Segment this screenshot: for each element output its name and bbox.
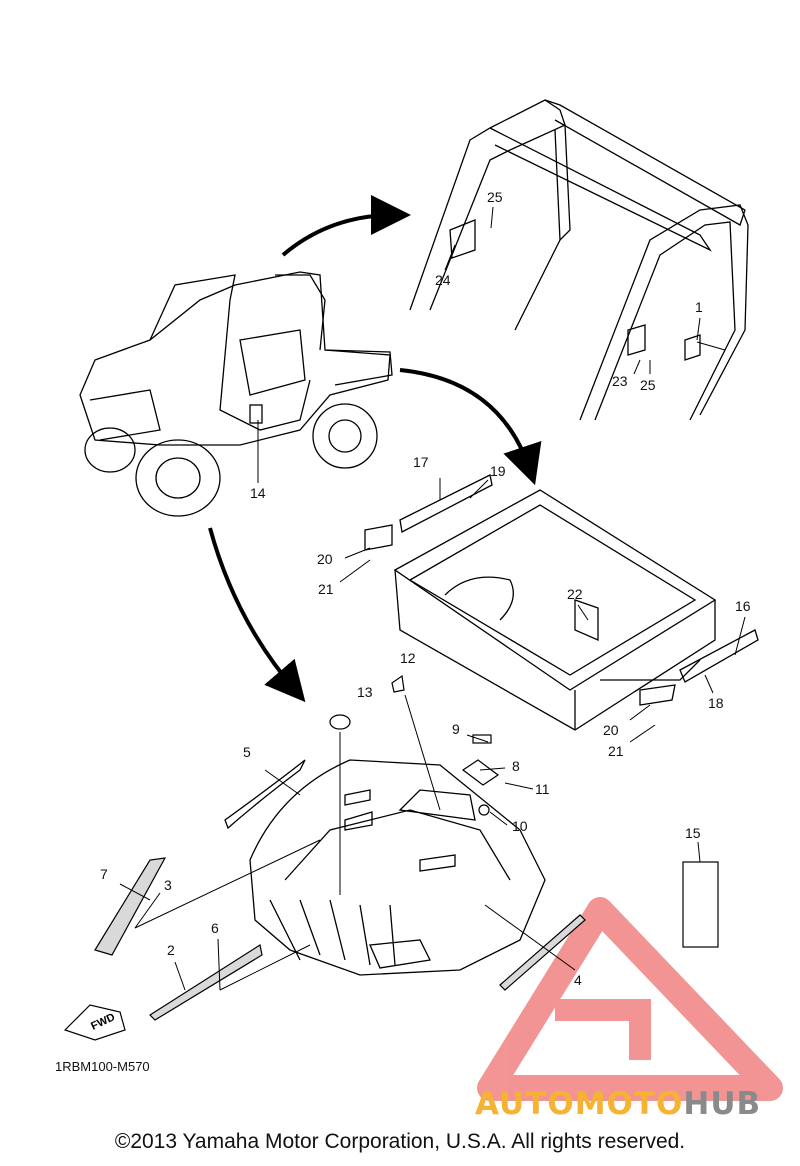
callout-14: 14 — [250, 485, 266, 501]
fwd-arrow-icon: FWD — [63, 1004, 126, 1041]
diagram-code: 1RBM100-M570 — [55, 1059, 150, 1074]
arrow-to-roll-cage — [281, 195, 411, 257]
callout-labels: 1 2 3 4 5 6 7 8 9 10 11 12 13 14 15 16 1… — [100, 189, 751, 988]
callout-22: 22 — [567, 586, 583, 602]
callout-20-bed-left: 20 — [317, 551, 333, 567]
callout-21-bed-right: 21 — [608, 743, 624, 759]
callout-23: 23 — [612, 373, 628, 389]
callout-16: 16 — [735, 598, 751, 614]
callout-5: 5 — [243, 744, 251, 760]
callout-20-bed-right: 20 — [603, 722, 619, 738]
callout-24: 24 — [435, 272, 451, 288]
callout-3: 3 — [164, 877, 172, 893]
copyright-notice: ©2013 Yamaha Motor Corporation, U.S.A. A… — [114, 1130, 686, 1153]
callout-18: 18 — [708, 695, 724, 711]
decal-parts — [94, 674, 719, 1021]
callout-21-bed-left: 21 — [318, 581, 334, 597]
vehicle-overview — [79, 271, 393, 517]
arrow-to-front-hood — [208, 527, 306, 703]
callout-9: 9 — [452, 721, 460, 737]
callout-25-bottom: 25 — [640, 377, 656, 393]
callout-2: 2 — [167, 942, 175, 958]
leader-lines — [119, 206, 746, 991]
callout-1: 1 — [695, 299, 703, 315]
cargo-bed — [364, 474, 759, 731]
callout-8: 8 — [512, 758, 520, 774]
callout-7: 7 — [100, 866, 108, 882]
flow-arrows — [208, 195, 542, 703]
arrow-to-cargo-bed — [399, 368, 542, 486]
callout-25-top: 25 — [487, 189, 503, 205]
callout-4: 4 — [574, 972, 582, 988]
watermark-logo — [477, 897, 783, 1101]
callout-12: 12 — [400, 650, 416, 666]
roll-cage — [409, 99, 749, 421]
callout-11: 11 — [535, 781, 550, 797]
callout-17: 17 — [413, 454, 429, 470]
watermark-text: AUTOMOTOHUB — [475, 1086, 761, 1122]
callout-19: 19 — [490, 463, 506, 479]
callout-13: 13 — [357, 684, 373, 700]
callout-15: 15 — [685, 825, 701, 841]
callout-10: 10 — [512, 818, 528, 834]
front-hood — [224, 759, 546, 976]
callout-6: 6 — [211, 920, 219, 936]
